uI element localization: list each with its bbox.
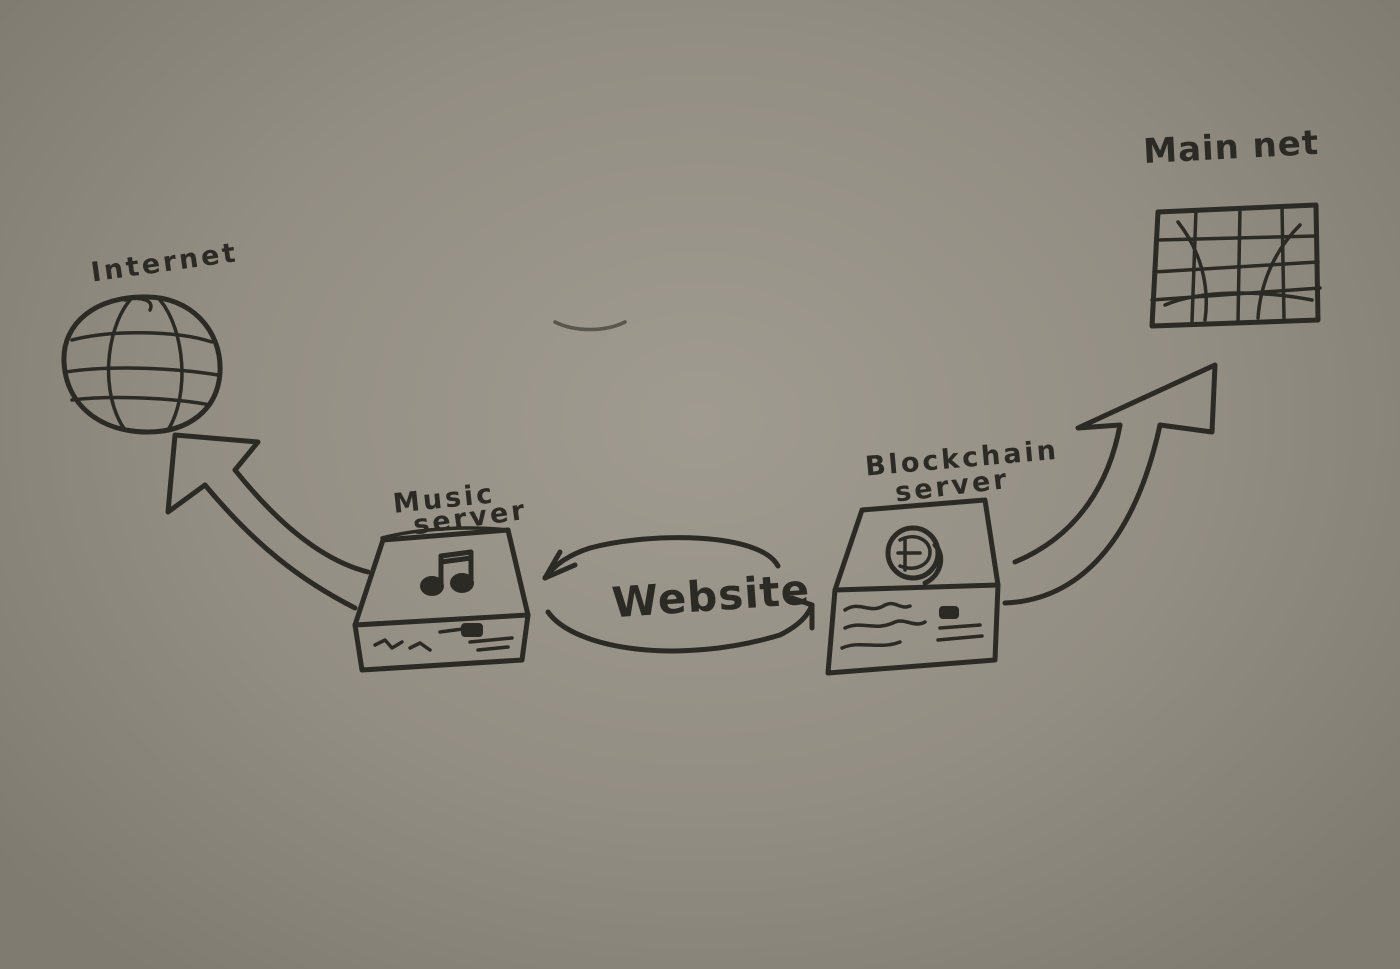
network-grid-icon [1149, 202, 1322, 329]
internet-label: Internet [89, 237, 240, 288]
website-label: Website [610, 565, 811, 628]
website-link-arrows [542, 535, 815, 654]
stray-mark [553, 320, 627, 332]
arrow-music-to-internet [165, 432, 371, 611]
arrow-blockchain-to-mainnet [1002, 362, 1218, 606]
blockchain-server-icon [825, 497, 1001, 676]
music-note-icon [420, 549, 474, 596]
coin-icon [885, 525, 944, 586]
globe-icon [61, 294, 223, 435]
music-server-icon [352, 526, 531, 673]
mainnet-label: Main net [1142, 123, 1320, 172]
